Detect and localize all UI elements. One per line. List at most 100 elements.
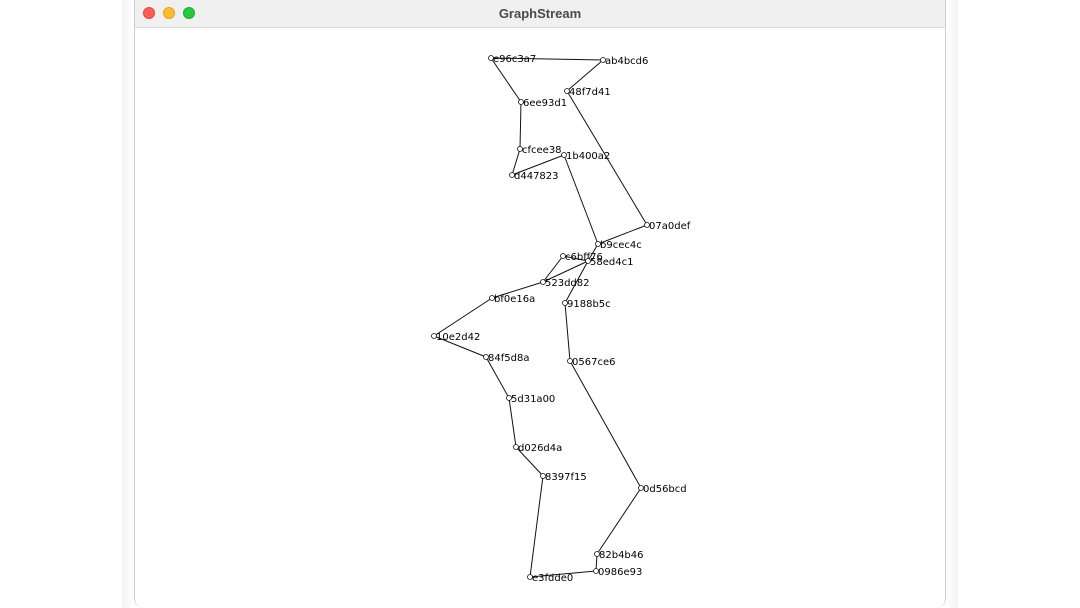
graph-edge-d447823-1b400a2 (511, 154, 565, 176)
node-label: 58ed4c1 (590, 257, 633, 268)
node-label: b9cec4c (600, 240, 642, 251)
graph-node-82b4b46[interactable]: 82b4b46 (594, 550, 644, 561)
graph-node-58ed4c1[interactable]: 58ed4c1 (585, 257, 634, 268)
node-marker[interactable] (540, 473, 546, 479)
node-marker[interactable] (517, 146, 523, 152)
node-label: 523dd82 (545, 278, 590, 289)
graph-edge-e96c3a7-6ee93d1 (490, 57, 522, 103)
node-marker[interactable] (509, 172, 515, 178)
node-marker[interactable] (585, 258, 591, 264)
node-label: cfcee38 (522, 145, 562, 156)
node-marker[interactable] (431, 333, 437, 339)
node-marker[interactable] (527, 574, 533, 580)
graph-node-bf0e16a[interactable]: bf0e16a (489, 294, 536, 305)
node-marker[interactable] (595, 241, 601, 247)
graph-edge-84f5d8a-5d31a00 (485, 356, 510, 399)
node-label: e96c3a7 (493, 54, 536, 65)
graph-node-07a0def[interactable]: 07a0def (644, 221, 691, 232)
graph-node-b9cec4c[interactable]: b9cec4c (595, 240, 642, 251)
node-marker[interactable] (638, 485, 644, 491)
graph-node-d026d4a[interactable]: d026d4a (513, 443, 563, 454)
graph-edge-6ee93d1-cfcee38 (519, 101, 522, 150)
graph-edge-c6bff76-523dd82 (542, 255, 564, 283)
node-marker[interactable] (506, 395, 512, 401)
node-marker[interactable] (593, 568, 599, 574)
node-label: d447823 (514, 171, 559, 182)
graph-node-84f5d8a[interactable]: 84f5d8a (483, 353, 530, 364)
graph-edge-e96c3a7-ab4bcd6 (490, 57, 604, 61)
graph-node-523dd82[interactable]: 523dd82 (540, 278, 590, 289)
graph-node-c6bff76[interactable]: c6bff76 (560, 252, 603, 263)
node-label: 6ee93d1 (523, 98, 567, 109)
graph-edge-1b400a2-b9cec4c (563, 154, 599, 245)
graph-edge-10e2d42-84f5d8a (433, 335, 487, 358)
node-label: 84f5d8a (488, 353, 529, 364)
graph-edge-07a0def-b9cec4c (597, 224, 648, 245)
graph-edge-cfcee38-d447823 (511, 148, 521, 176)
node-label: 48f7d41 (569, 87, 611, 98)
node-label: ab4bcd6 (605, 56, 648, 67)
maximize-button[interactable] (183, 7, 195, 19)
minimize-button[interactable] (163, 7, 175, 19)
graph-node-9188b5c[interactable]: 9188b5c (562, 299, 611, 310)
graph-node-5d31a00[interactable]: 5d31a00 (506, 394, 556, 405)
graph-node-1b400a2[interactable]: 1b400a2 (561, 151, 611, 162)
graph-node-cfcee38[interactable]: cfcee38 (517, 145, 562, 156)
node-label: 10e2d42 (436, 332, 480, 343)
node-marker[interactable] (489, 295, 495, 301)
node-marker[interactable] (483, 354, 489, 360)
node-marker[interactable] (560, 253, 566, 259)
window-shadow-left (122, 0, 134, 608)
graph-node-0567ce6[interactable]: 0567ce6 (567, 357, 616, 368)
graph-edge-523dd82-58ed4c1 (542, 260, 589, 283)
graph-node-6ee93d1[interactable]: 6ee93d1 (518, 98, 568, 109)
edges-layer (433, 57, 648, 578)
node-marker[interactable] (594, 551, 600, 557)
node-label: 0567ce6 (572, 357, 615, 368)
node-label: 8397f15 (545, 472, 587, 483)
node-label: d026d4a (518, 443, 562, 454)
node-marker[interactable] (513, 444, 519, 450)
graph-edge-c6bff76-58ed4c1 (562, 255, 589, 262)
window-title: GraphStream (498, 6, 582, 21)
node-label: c6bff76 (565, 252, 603, 263)
node-label: e3fdde0 (532, 573, 573, 584)
graph-edge-b9cec4c-58ed4c1 (587, 243, 599, 262)
graph-edge-9188b5c-0567ce6 (564, 302, 571, 362)
graph-node-e96c3a7[interactable]: e96c3a7 (488, 54, 537, 65)
graph-node-8397f15[interactable]: 8397f15 (540, 472, 587, 483)
node-marker[interactable] (567, 358, 573, 364)
graph-edge-ab4bcd6-48f7d41 (566, 59, 604, 92)
graph-node-10e2d42[interactable]: 10e2d42 (431, 332, 481, 343)
node-marker[interactable] (600, 57, 606, 63)
graph-edge-0567ce6-0d56bcd (569, 360, 642, 489)
node-marker[interactable] (488, 55, 494, 61)
graph-node-d447823[interactable]: d447823 (509, 171, 559, 182)
graph-node-48f7d41[interactable]: 48f7d41 (564, 87, 611, 98)
node-marker[interactable] (644, 222, 650, 228)
graph-edge-0986e93-e3fdde0 (529, 570, 597, 578)
window-shadow-right (946, 0, 958, 608)
node-marker[interactable] (518, 99, 524, 105)
node-marker[interactable] (562, 300, 568, 306)
node-marker[interactable] (561, 152, 567, 158)
node-marker[interactable] (564, 88, 570, 94)
graph-edge-d026d4a-8397f15 (515, 446, 544, 477)
graph-edge-58ed4c1-9188b5c (564, 260, 589, 304)
node-label: 07a0def (649, 221, 691, 232)
graph-edge-5d31a00-d026d4a (508, 397, 517, 448)
graph-node-0986e93[interactable]: 0986e93 (593, 567, 643, 578)
close-button[interactable] (143, 7, 155, 19)
node-marker[interactable] (540, 279, 546, 285)
graph-node-ab4bcd6[interactable]: ab4bcd6 (600, 56, 649, 67)
node-label: 0986e93 (598, 567, 642, 578)
graph-node-e3fdde0[interactable]: e3fdde0 (527, 573, 574, 584)
graph-edge-48f7d41-07a0def (566, 90, 648, 226)
graph-node-0d56bcd[interactable]: 0d56bcd (638, 484, 687, 495)
title-bar[interactable]: GraphStream (135, 0, 945, 28)
node-label: 0d56bcd (643, 484, 687, 495)
